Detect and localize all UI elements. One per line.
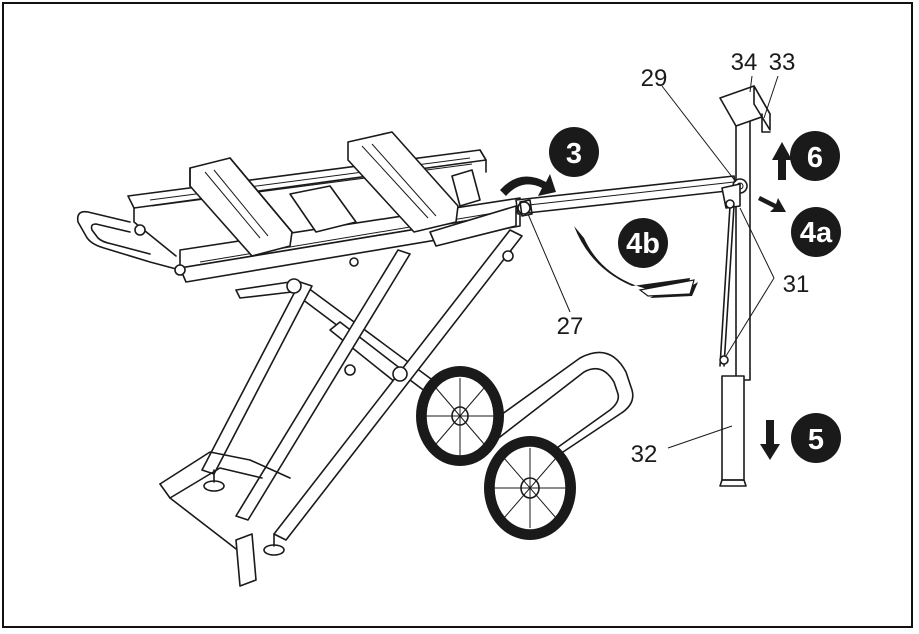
step-badge-5: 5 xyxy=(791,413,841,463)
part-label-29: 29 xyxy=(641,65,668,92)
step-badge-6: 6 xyxy=(790,131,840,181)
arrow-step-3 xyxy=(500,174,556,196)
step-badge-4b: 4b xyxy=(618,218,668,268)
part-label-31: 31 xyxy=(783,271,810,298)
wheel-back xyxy=(416,366,504,466)
step-6-label: 6 xyxy=(807,142,823,174)
part-label-32: 32 xyxy=(631,441,658,468)
support-post xyxy=(719,85,771,487)
part-label-33: 33 xyxy=(769,49,796,76)
leader-lines xyxy=(527,75,779,449)
table-top xyxy=(76,131,521,283)
step-badge-4a: 4a xyxy=(791,207,841,257)
arrow-step-4a xyxy=(758,196,786,212)
arrow-step-4b xyxy=(574,226,698,298)
arrow-step-6 xyxy=(772,142,792,180)
part-label-34: 34 xyxy=(731,49,758,76)
step-3-label: 3 xyxy=(566,138,582,170)
part-label-27: 27 xyxy=(557,313,584,340)
step-badge-3: 3 xyxy=(549,127,599,177)
arrow-step-5 xyxy=(760,420,780,460)
rear-handle xyxy=(479,351,634,471)
step-4a-label: 4a xyxy=(800,217,833,249)
step-5-label: 5 xyxy=(808,424,824,456)
step-4b-label: 4b xyxy=(626,228,660,260)
figure-border xyxy=(2,2,913,628)
wheel-front xyxy=(484,436,576,540)
